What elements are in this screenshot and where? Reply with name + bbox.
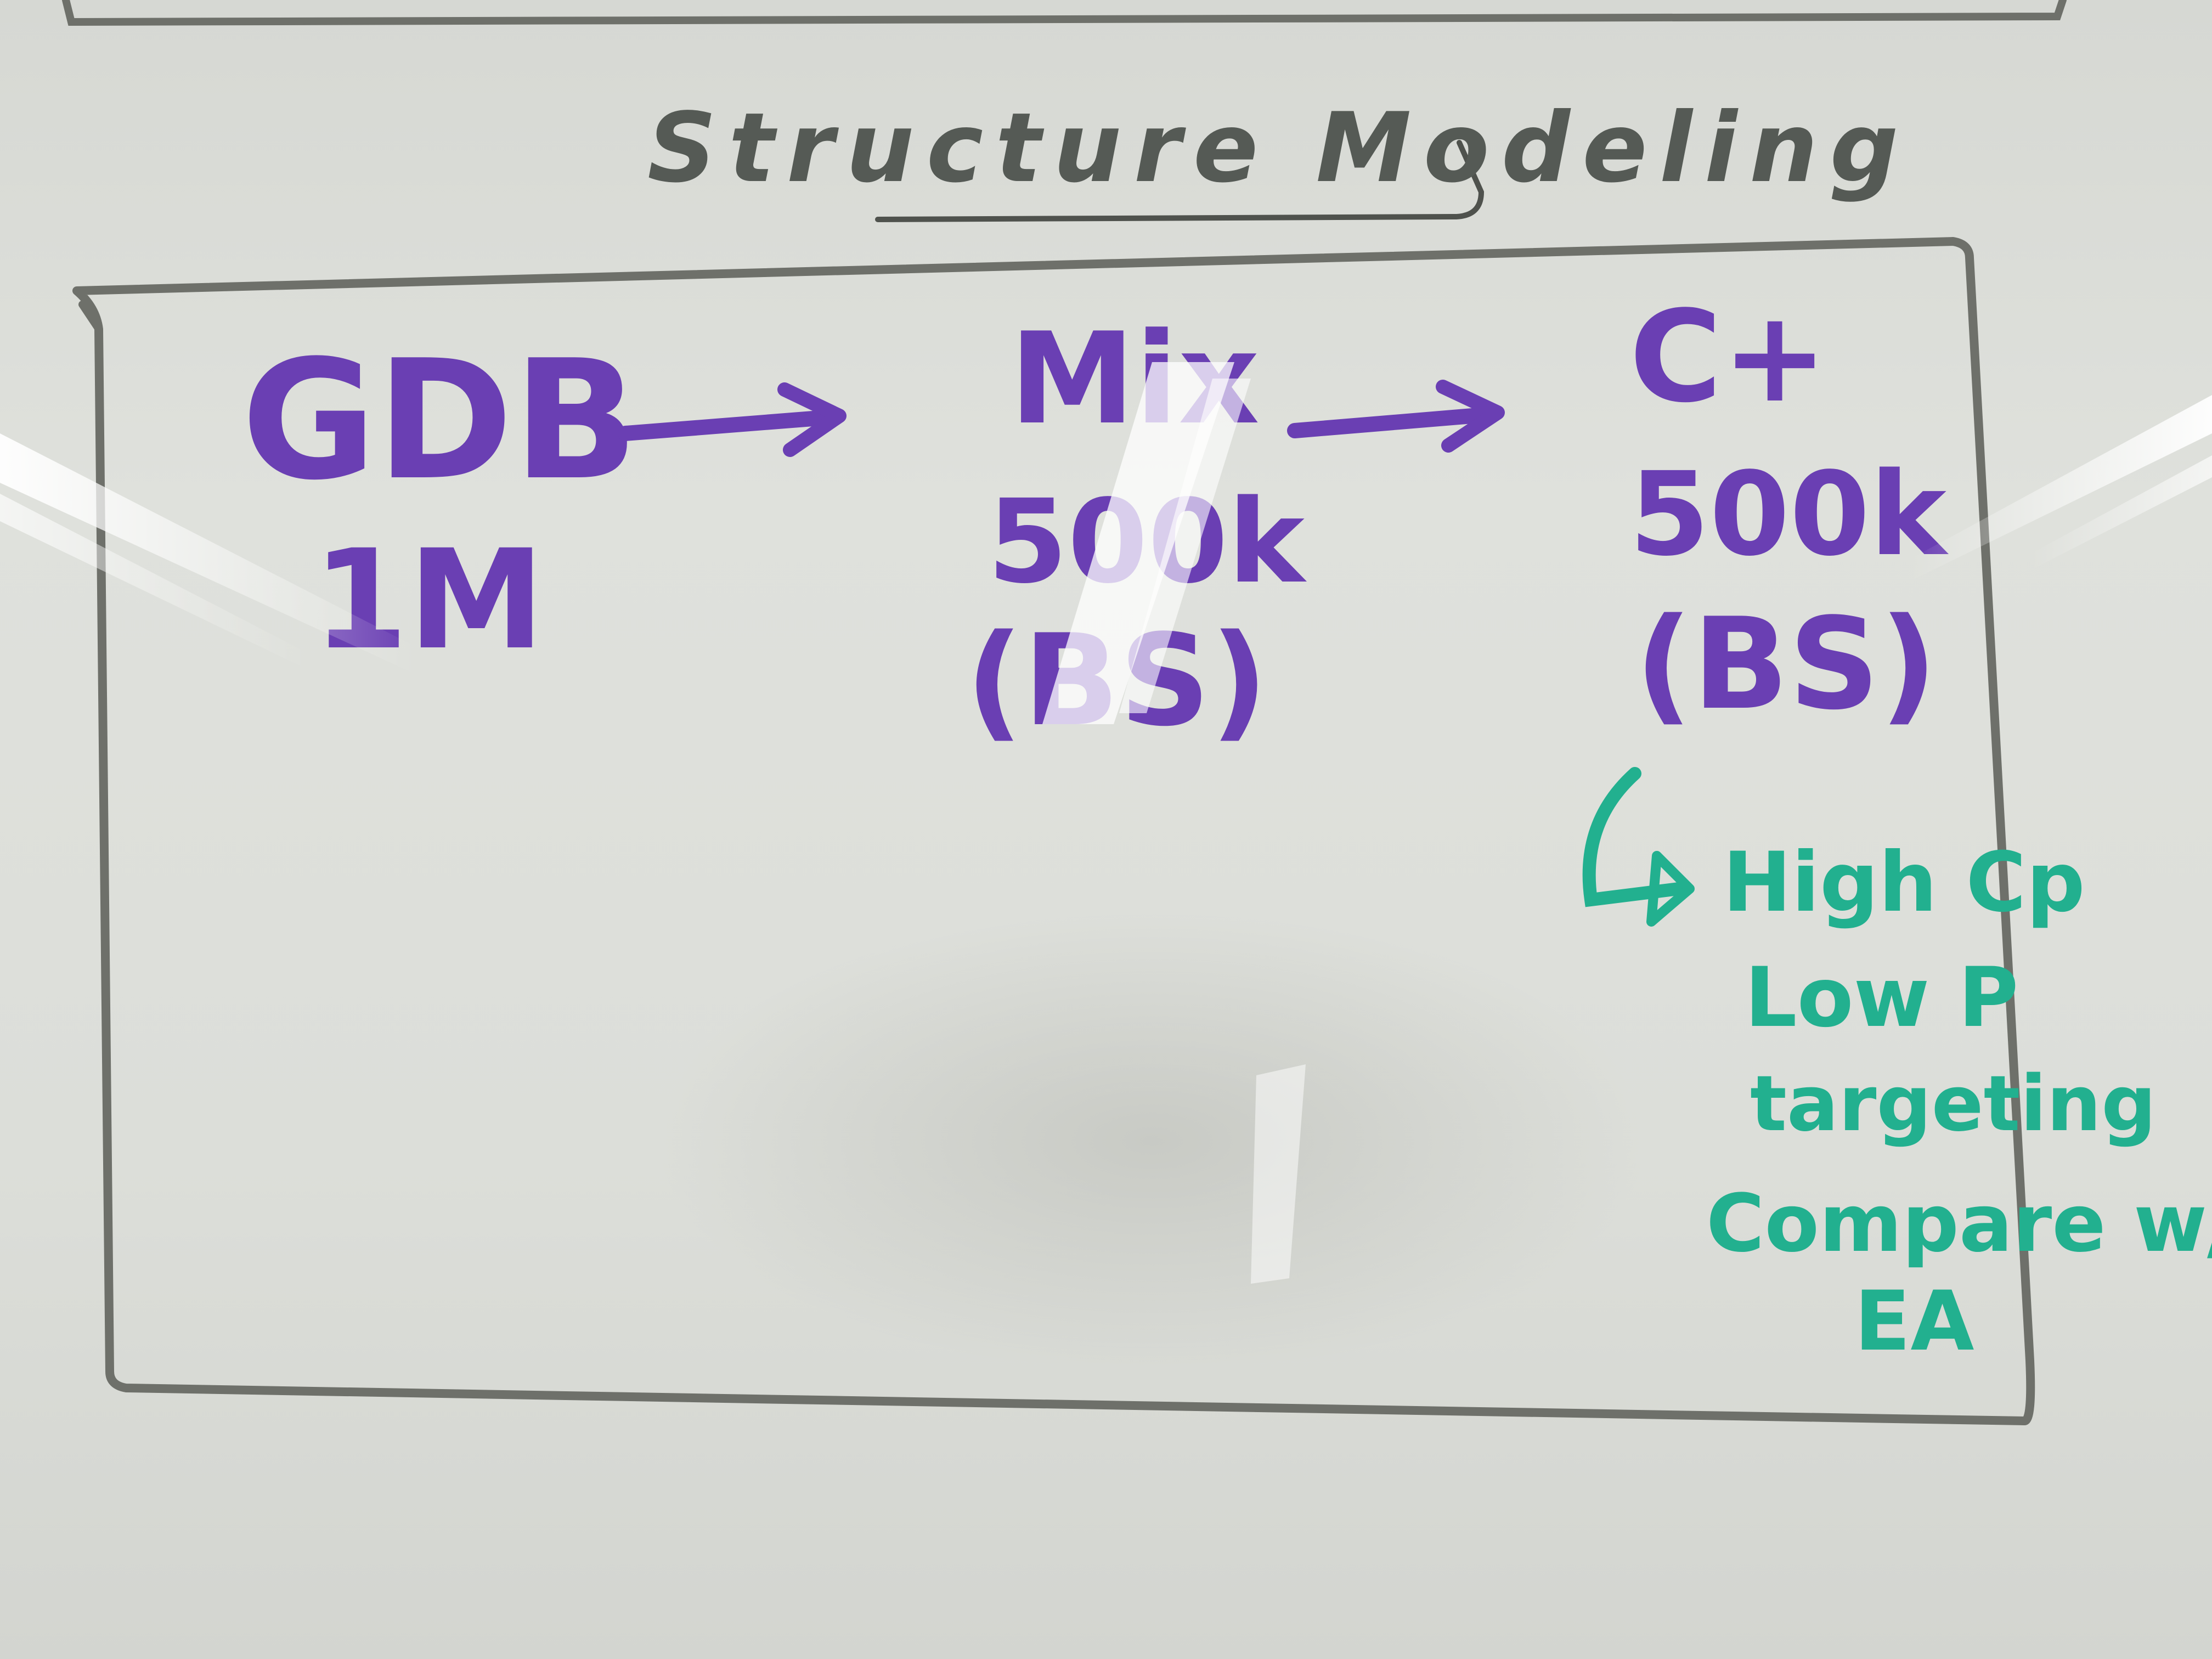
note-line-2: Low P — [1745, 950, 2018, 1046]
note-line-1: High Cp — [1723, 835, 2085, 930]
note-line-4: Compare w/ — [1706, 1177, 2212, 1270]
title-text: Structure Modeling — [647, 93, 1911, 204]
stage-3-count: 500k — [1629, 447, 1949, 582]
note-line-5: EA — [1854, 1274, 1974, 1369]
arrow-right-icon — [618, 382, 847, 457]
arrow-right-icon — [1287, 380, 1505, 453]
reflection-shadow — [658, 911, 1646, 1372]
stage-1-name: GDB — [241, 325, 639, 516]
top-box-edge — [62, 0, 2067, 26]
title-bracket — [875, 140, 1485, 222]
diagram-frame — [72, 237, 2035, 1425]
light-glare — [0, 362, 2212, 1284]
stage-3-name: C+ — [1629, 284, 1828, 431]
stage-1-count: 1M — [313, 520, 545, 680]
stage-3-tag: (BS) — [1635, 591, 1937, 738]
sub-arrow-icon — [1582, 767, 1695, 927]
note-line-3: targeting — [1750, 1059, 2156, 1149]
